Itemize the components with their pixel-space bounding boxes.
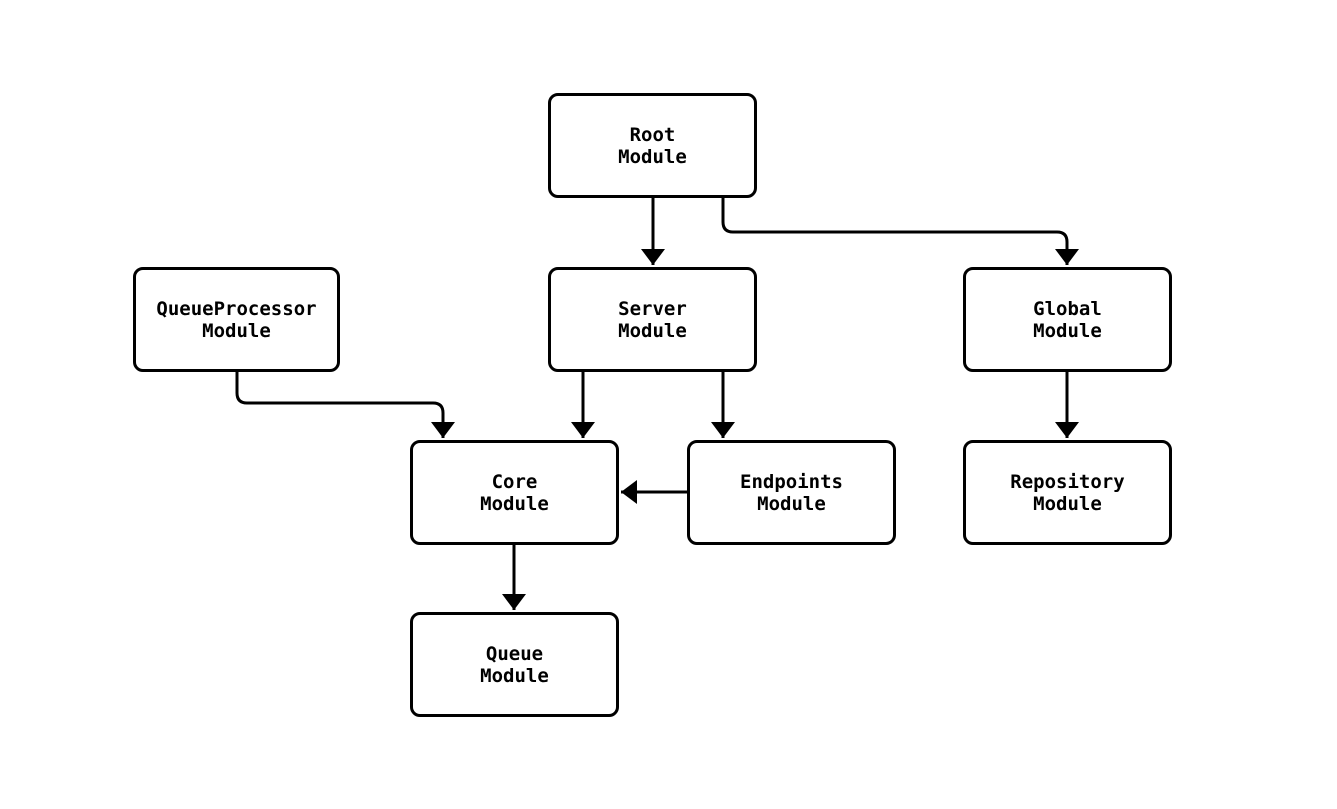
node-label: Module	[618, 145, 687, 168]
edge-queueprocessor-to-core	[235, 372, 455, 438]
edge-root-to-global	[721, 198, 1079, 265]
node-label: Core	[491, 470, 538, 493]
node-label: Endpoints	[740, 470, 843, 493]
node-queueprocessor-module: QueueProcessor Module	[133, 267, 340, 372]
node-label: Root	[629, 123, 676, 146]
node-label: Module	[480, 664, 549, 687]
node-global-module: Global Module	[963, 267, 1172, 372]
node-label: Module	[1033, 319, 1102, 342]
node-core-module: Core Module	[410, 440, 619, 545]
node-label: Queue	[485, 642, 544, 665]
node-server-module: Server Module	[548, 267, 757, 372]
node-endpoints-module: Endpoints Module	[687, 440, 896, 545]
node-label: Module	[202, 319, 271, 342]
node-root-module: Root Module	[548, 93, 757, 198]
node-label: Module	[480, 492, 549, 515]
node-label: Module	[1033, 492, 1102, 515]
node-label: Global	[1033, 297, 1102, 320]
node-repository-module: Repository Module	[963, 440, 1172, 545]
node-label: Module	[618, 319, 687, 342]
node-label: QueueProcessor	[156, 297, 317, 320]
node-label: Module	[757, 492, 826, 515]
node-queue-module: Queue Module	[410, 612, 619, 717]
node-label: Repository	[1010, 470, 1125, 493]
node-label: Server	[618, 297, 687, 320]
